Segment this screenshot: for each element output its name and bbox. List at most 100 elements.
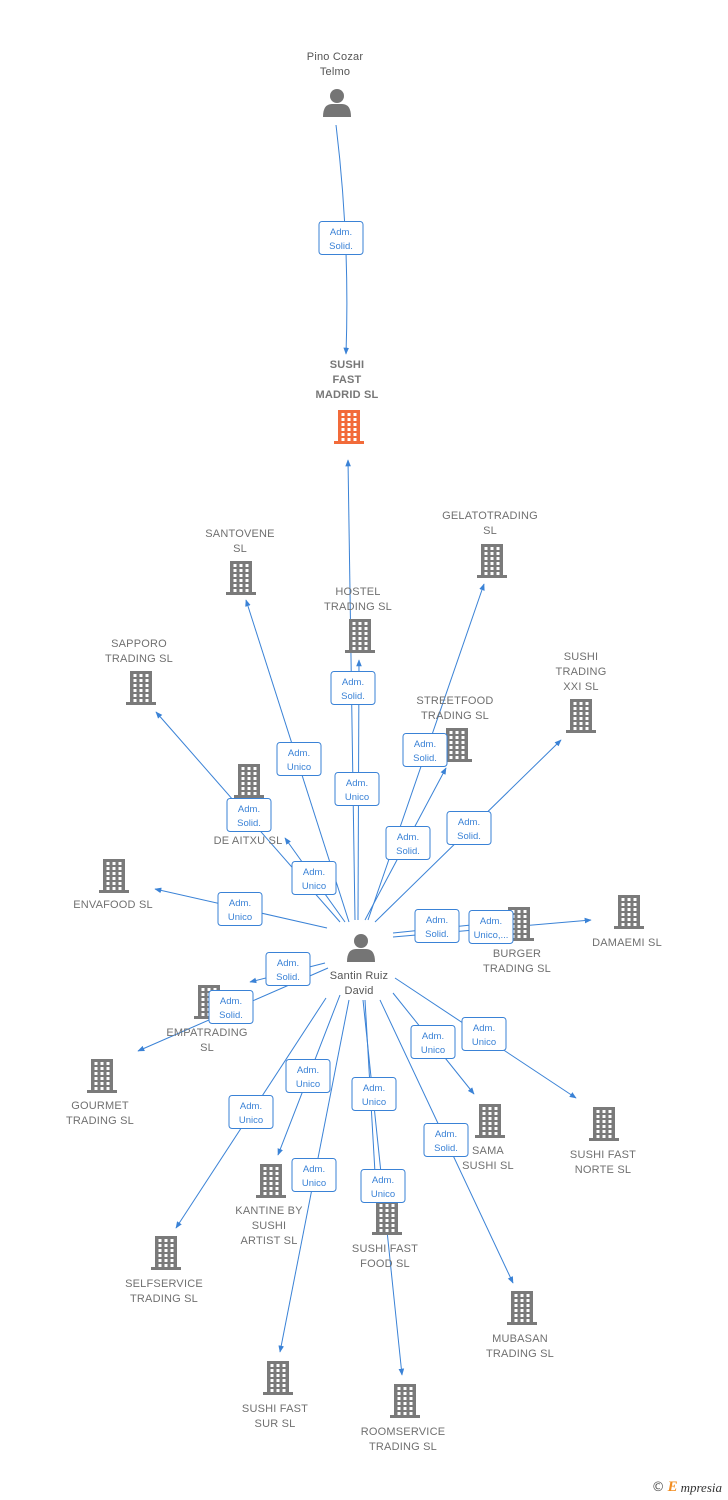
building-icon (226, 561, 256, 595)
node-label: TRADING SL (130, 1293, 198, 1305)
edge-label-text: Adm. (422, 1031, 444, 1042)
node-label: DAMAEMI SL (592, 937, 662, 949)
edge-label-kantine[interactable]: Adm.Unico (285, 1059, 331, 1093)
building-icon (566, 699, 596, 733)
building-icon (475, 1104, 505, 1138)
node-tortillas[interactable]: TO SDE AITXU SL (214, 764, 283, 847)
edge-label-text: Adm. (297, 1065, 319, 1076)
edge-label-text: Solid. (341, 691, 365, 702)
edge-label-sushi_fast_food[interactable]: Adm.Unico (351, 1077, 397, 1111)
edge-label-sushi_fast_norte[interactable]: Adm.Unico (461, 1017, 507, 1051)
node-label: MUBASAN (492, 1333, 548, 1345)
edge-label-damaemi[interactable]: Adm.Unico,... (468, 910, 514, 944)
edge-labels-layer: Adm.Solid.Adm.Solid.Adm.UnicoAdm.UnicoAd… (208, 221, 514, 1203)
edge-label-text: Adm. (435, 1129, 457, 1140)
edge-label-text: Solid. (457, 831, 481, 842)
building-icon (589, 1107, 619, 1141)
node-label: FAST (333, 374, 362, 386)
edge-label-burger[interactable]: Adm.Solid. (414, 909, 460, 943)
node-label: SUSHI FAST (570, 1149, 636, 1161)
node-label: Santin Ruiz (330, 970, 388, 982)
edge-label-streetfood[interactable]: Adm.Solid. (402, 733, 448, 767)
edge-label-hostel[interactable]: Adm.Unico (334, 772, 380, 806)
node-label: SUR SL (255, 1418, 296, 1430)
edge-label-text: Unico (239, 1115, 263, 1126)
edge-label-text: Adm. (473, 1023, 495, 1034)
node-label: TRADING SL (486, 1348, 554, 1360)
node-damaemi[interactable]: DAMAEMI SL (592, 895, 662, 949)
node-roomservice[interactable]: ROOMSERVICE TRADING SL (361, 1384, 446, 1453)
building-icon (256, 1164, 286, 1198)
edge-label-sama[interactable]: Adm. Unico (410, 1025, 456, 1059)
edge-label-sapporo[interactable]: Adm.Solid. (226, 798, 272, 832)
edge-label-box (291, 1158, 337, 1192)
edge-label-tortillas[interactable]: Adm.Unico (291, 861, 337, 895)
edge-label-text: Solid. (237, 818, 261, 829)
node-label: SANTOVENE (205, 528, 274, 540)
node-label: SL (200, 1042, 214, 1054)
node-label: TRADING SL (369, 1441, 437, 1453)
node-label: STREETFOOD (416, 695, 493, 707)
edge-label-gourmet[interactable]: Adm.Solid. (208, 990, 254, 1024)
node-label: ENVAFOOD SL (73, 899, 153, 911)
building-icon (390, 1384, 420, 1418)
edge-label-text: Unico (421, 1045, 445, 1056)
edge-label-text: Adm. (363, 1083, 385, 1094)
building-icon (263, 1361, 293, 1395)
edge-label-text: Adm. (303, 1164, 325, 1175)
edge-label-sushi_fast_madrid[interactable]: Adm.Solid. (318, 221, 364, 255)
edge-label-box (461, 1017, 507, 1051)
edge-label-empatrading[interactable]: Adm.Solid. (265, 952, 311, 986)
node-label: GOURMET (71, 1100, 129, 1112)
edge-label-roomservice[interactable]: Adm.Unico (360, 1169, 406, 1203)
copyright-icon: © (651, 1480, 665, 1495)
edge-label-gelatotrading[interactable]: Adm.Solid. (385, 826, 431, 860)
node-label: KANTINE BY (235, 1205, 303, 1217)
edge-label-text: Unico (371, 1189, 395, 1200)
edge-label-text: Solid. (434, 1143, 458, 1154)
edge-label-text: Unico (302, 1178, 326, 1189)
person-icon (323, 89, 351, 117)
node-label: ROOMSERVICE (361, 1426, 446, 1438)
edge-label-text: Adm. (240, 1101, 262, 1112)
node-label: SAMA (472, 1145, 504, 1157)
edge-label-mubasan[interactable]: Adm. Solid. (423, 1123, 469, 1157)
node-label: Telmo (320, 66, 350, 78)
node-envafood[interactable]: ENVAFOOD SL (73, 859, 153, 911)
edge-label-sushi_fast_madrid[interactable]: Adm.Solid. (330, 671, 376, 705)
node-label: XXI SL (563, 681, 598, 693)
edge-label-selfservice[interactable]: Adm. Unico (228, 1095, 274, 1129)
node-mubasan[interactable]: MUBASAN TRADING SL (486, 1291, 554, 1360)
node-sushi_fast_sur[interactable]: SUSHI FAST SUR SL (242, 1361, 308, 1430)
edge-label-text: Unico,... (474, 930, 509, 941)
edge-label-box (423, 1123, 469, 1157)
node-label: SUSHI FAST (242, 1403, 308, 1415)
edge-label-sushi_trading_xxi[interactable]: Adm.Solid. (446, 811, 492, 845)
node-label: HOSTEL (335, 586, 380, 598)
edge-label-box (228, 1095, 274, 1129)
node-label: TRADING SL (483, 963, 551, 975)
edge-label-box (285, 1059, 331, 1093)
edge-label-box (217, 892, 263, 926)
edge-label-text: Solid. (219, 1010, 243, 1021)
edge-label-sushi_fast_sur[interactable]: Adm. Unico (291, 1158, 337, 1192)
node-label: DE AITXU SL (214, 835, 283, 847)
edge-label-santovene[interactable]: Adm.Unico (276, 742, 322, 776)
edge-label-envafood[interactable]: Adm.Unico (217, 892, 263, 926)
